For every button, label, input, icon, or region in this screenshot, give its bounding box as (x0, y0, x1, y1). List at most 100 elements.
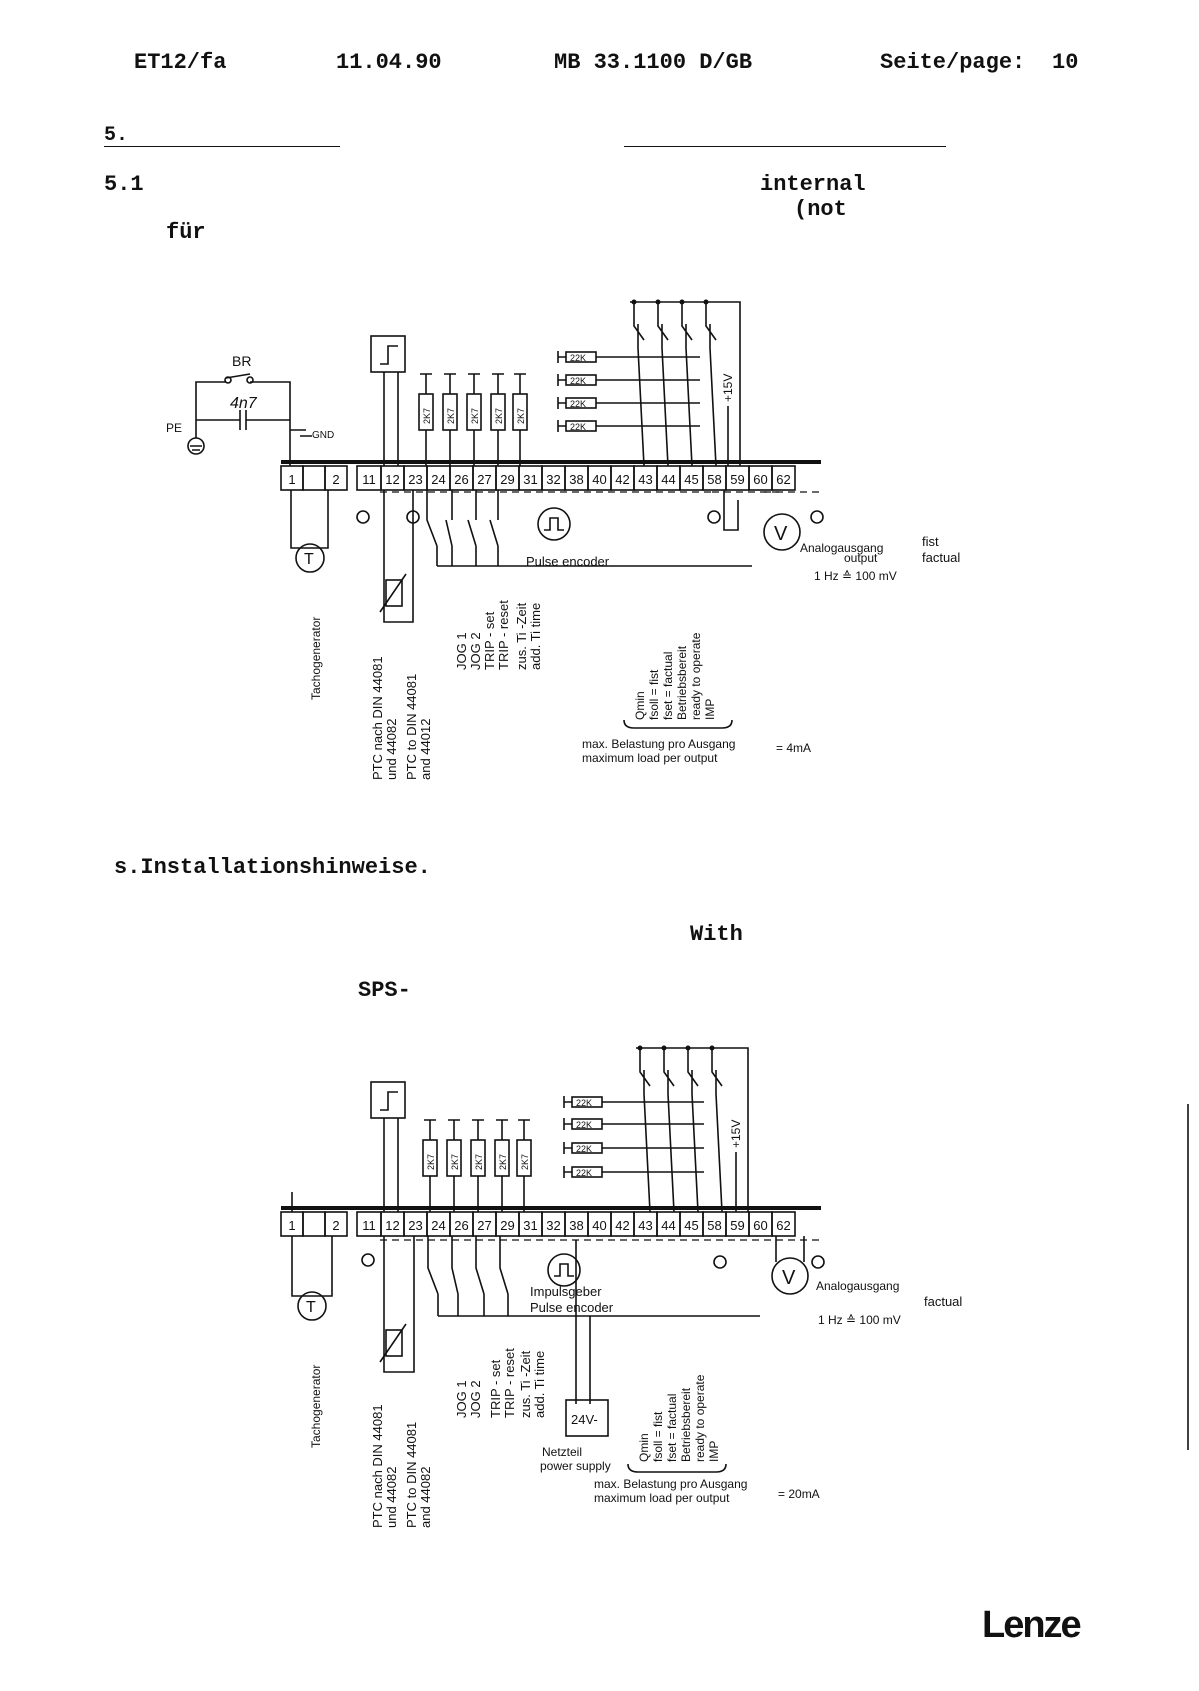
resistor-label: 2K7 (426, 1154, 436, 1170)
vertical-label: JOG 1 (454, 1380, 469, 1418)
output-brace (623, 719, 733, 729)
vertical-label: fset = factual (665, 1394, 679, 1462)
tachogenerator-label: Tachogenerator (309, 617, 323, 700)
voltmeter-symbol-2: V (782, 1267, 796, 1289)
terminal-number: 45 (684, 1218, 698, 1233)
resistor-label: 2K7 (494, 408, 504, 424)
pulse-encoder-icon (537, 507, 571, 541)
br-label: BR (232, 353, 251, 369)
resistor-label: 2K7 (450, 1154, 460, 1170)
terminal-number: 40 (592, 1218, 606, 1233)
analog-output-de-2: Analogausgang (816, 1279, 899, 1293)
terminal-number: 59 (730, 1218, 744, 1233)
ptc-thermistor-icon (385, 1329, 403, 1357)
terminal-number: 42 (615, 472, 629, 487)
terminal-cell (324, 1211, 348, 1237)
vertical-label: TRIP - reset (496, 600, 511, 670)
output-brace-2 (627, 1463, 727, 1473)
resistor-22k-icon (571, 1166, 603, 1178)
resistor-label: 2K7 (474, 1154, 484, 1170)
terminal-number: 29 (500, 472, 514, 487)
br-switch (225, 373, 251, 379)
terminal-number: 38 (569, 1218, 583, 1233)
vertical-label: ready to operate (689, 632, 703, 720)
doc-date: 11.04.90 (336, 50, 442, 75)
plus-15v-label: +15V (721, 374, 735, 402)
heading-rule-left (104, 146, 340, 147)
terminal-number: 58 (707, 1218, 721, 1233)
resistor-2k7-icon (466, 393, 482, 431)
terminal-number: 32 (546, 472, 560, 487)
vertical-label: IMP (707, 1441, 721, 1462)
terminal-rail (281, 460, 821, 464)
load-de: max. Belastung pro Ausgang (582, 737, 735, 751)
resistor-label: 2K7 (520, 1154, 530, 1170)
vertical-label: TRIP - set (482, 611, 497, 670)
resistor-2k7-icon (516, 1139, 532, 1177)
pe-label: PE (166, 421, 182, 435)
section-number: 5. (104, 124, 129, 147)
terminal-number: 2 (332, 472, 339, 487)
plus-15v-label: +15V (729, 1120, 743, 1148)
text-with: With (690, 922, 743, 947)
load-en-2: maximum load per output (594, 1491, 730, 1505)
terminal-number: 31 (523, 472, 537, 487)
resistor-label: 22K (576, 1144, 592, 1154)
vertical-label: Qmin (637, 1433, 651, 1462)
resistor-label: 22K (570, 399, 586, 409)
transistor-icon (639, 1048, 651, 1213)
terminal-number: 26 (454, 472, 468, 487)
ptc-relay-box (370, 335, 406, 373)
terminal-cell (771, 465, 796, 491)
pulse-en: Pulse encoder (530, 1300, 614, 1315)
resistor-label: 22K (576, 1168, 592, 1178)
vertical-label: JOG 2 (468, 1380, 483, 1418)
resistor-lead (557, 374, 700, 386)
resistor-label: 2K7 (516, 408, 526, 424)
transistor-rail (630, 301, 741, 466)
transistor-icon (687, 1048, 699, 1213)
ground-icon (356, 510, 370, 524)
resistor-lead (518, 1119, 530, 1212)
analog-output-de: Analogausgang (800, 541, 883, 555)
resistor-lead (563, 1096, 704, 1108)
text-fuer: für (166, 220, 206, 245)
ptc-relay-box-2 (370, 1081, 406, 1119)
transistor-icon (705, 302, 717, 467)
text-internal: internal (760, 172, 866, 197)
tachogenerator-label-2: Tachogenerator (309, 1365, 323, 1448)
input-switches-1 (426, 490, 528, 567)
load-value-2: = 20mA (778, 1487, 820, 1501)
terminal-number: 27 (477, 1218, 491, 1233)
terminal-number: 12 (385, 472, 399, 487)
vertical-label: and 44082 (418, 1467, 433, 1528)
terminal-number: 62 (776, 472, 790, 487)
ground-icon (713, 1255, 727, 1269)
capacitor-symbol (196, 410, 290, 430)
analog-output-en: output (844, 551, 878, 565)
vertical-label: zus. Ti -Zeit (514, 602, 529, 670)
power-supply-box (565, 1399, 609, 1437)
resistor-label: 22K (576, 1120, 592, 1130)
terminal-number: 40 (592, 472, 606, 487)
resistor-lead (472, 1119, 484, 1212)
terminal-number: 32 (546, 1218, 560, 1233)
terminal-number: 27 (477, 472, 491, 487)
resistor-22k-icon (565, 397, 597, 409)
page-label: Seite/page: (880, 50, 1026, 75)
vertical-label: PTC nach DIN 44081 (370, 1404, 385, 1528)
transistor-icon (657, 302, 669, 467)
terminal-number: 62 (776, 1218, 790, 1233)
transistor-icon (663, 1048, 675, 1213)
text-not: (not (794, 197, 847, 222)
resistor-lead (563, 1142, 704, 1154)
vertical-label: add. Ti time (528, 603, 543, 670)
voltmeter-symbol: V (774, 523, 788, 545)
ground-icon (810, 510, 824, 524)
